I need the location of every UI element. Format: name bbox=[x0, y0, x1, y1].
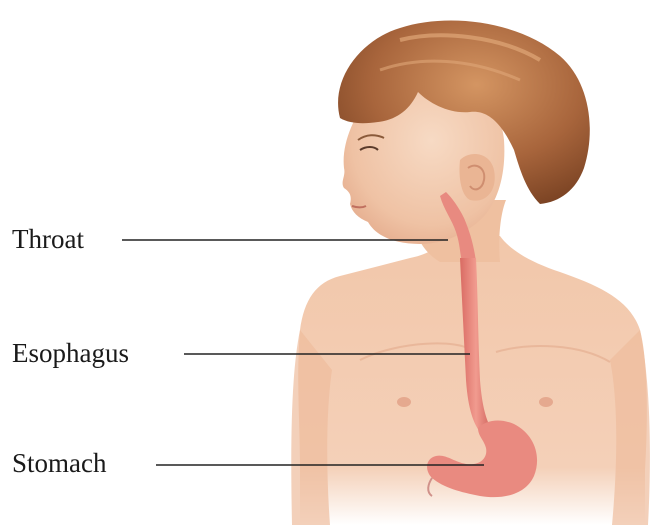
head bbox=[338, 21, 590, 244]
throat-label: Throat bbox=[12, 226, 84, 253]
stomach-label: Stomach bbox=[12, 450, 107, 477]
esophagus-label: Esophagus bbox=[12, 340, 129, 367]
